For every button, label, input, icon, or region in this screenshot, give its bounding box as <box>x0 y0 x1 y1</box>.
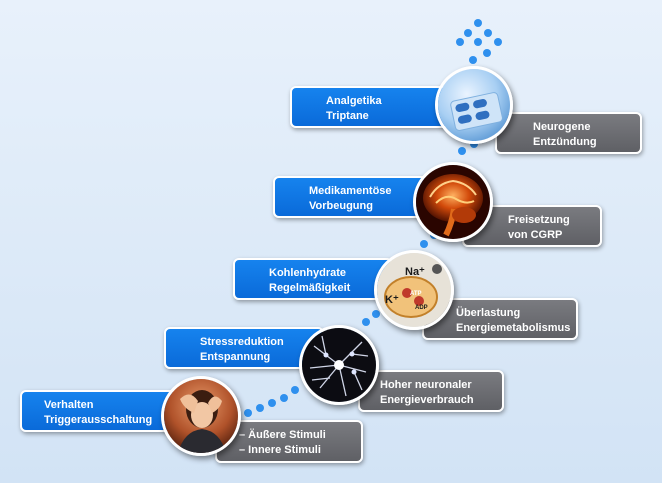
action-line-2: Entspannung <box>200 351 271 363</box>
action-line-1: Medikamentöse <box>309 185 392 197</box>
path-dot <box>474 19 482 27</box>
path-dot <box>291 386 299 394</box>
path-dot <box>474 38 482 46</box>
effect-line-1: Freisetzung <box>508 214 570 226</box>
path-dot <box>494 38 502 46</box>
pill-blister-image <box>435 66 513 144</box>
action-line-1: Verhalten <box>44 399 94 411</box>
atp-label: ATP <box>410 291 422 297</box>
path-dot <box>280 394 288 402</box>
neuron-network-icon <box>302 328 376 402</box>
path-dot <box>420 240 428 248</box>
action-box-stress-reduction: Stressreduktion Entspannung <box>164 327 324 369</box>
action-line-1: Analgetika <box>326 95 382 107</box>
path-dot <box>484 29 492 37</box>
action-line-1: Kohlenhydrate <box>269 267 347 279</box>
brain-scan-icon <box>416 165 490 239</box>
action-line-2: Vorbeugung <box>309 200 373 212</box>
action-line-1: Stressreduktion <box>200 336 284 348</box>
action-box-carbohydrates: Kohlenhydrate Regelmäßigkeit <box>233 258 393 300</box>
cell-metabolism-icon: Na⁺ K⁺ ATP ADP <box>377 253 451 327</box>
path-dot <box>244 409 252 417</box>
adp-label: ADP <box>415 305 428 311</box>
path-dot <box>268 399 276 407</box>
path-dot <box>362 318 370 326</box>
effect-line-2: Energieverbrauch <box>380 394 474 406</box>
action-line-2: Regelmäßigkeit <box>269 282 351 294</box>
action-box-analgesics: Analgetika Triptane <box>290 86 460 128</box>
effect-line-2: Energiemetabolismus <box>456 322 571 334</box>
path-dot <box>256 404 264 412</box>
path-dot <box>483 49 491 57</box>
effect-line-2: Entzündung <box>533 136 597 148</box>
path-dot <box>464 29 472 37</box>
path-dot <box>456 38 464 46</box>
effect-box-stimuli: – Äußere Stimuli – Innere Stimuli <box>215 420 363 463</box>
pill-blister-icon <box>438 69 510 141</box>
path-dot <box>469 56 477 64</box>
effect-line-2: von CGRP <box>508 229 563 241</box>
effect-line-1: Überlastung <box>456 307 521 319</box>
action-line-2: Triptane <box>326 110 369 122</box>
path-dot <box>372 310 380 318</box>
effect-line-1: Hoher neuronaler <box>380 379 472 391</box>
sodium-label: Na⁺ <box>405 266 425 278</box>
path-dot <box>458 147 466 155</box>
action-box-behavior: Verhalten Triggerausschaltung <box>20 390 188 432</box>
path-dot <box>470 140 478 148</box>
effect-box-neuronal-energy: Hoher neuronaler Energieverbrauch <box>358 370 504 412</box>
effect-line-2: – Innere Stimuli <box>239 444 321 456</box>
effect-box-neurogenic-inflammation: Neurogene Entzündung <box>495 112 642 154</box>
neuron-network-image <box>299 325 379 405</box>
brain-scan-image <box>413 162 493 242</box>
cell-metabolism-image: Na⁺ K⁺ ATP ADP <box>374 250 454 330</box>
potassium-label: K⁺ <box>385 294 399 306</box>
action-box-medication-prevention: Medikamentöse Vorbeugung <box>273 176 433 218</box>
headache-person-image <box>161 376 241 456</box>
headache-person-icon <box>164 379 238 453</box>
effect-line-1: Neurogene <box>533 121 591 133</box>
effect-line-1: – Äußere Stimuli <box>239 429 326 441</box>
action-line-2: Triggerausschaltung <box>44 414 153 426</box>
